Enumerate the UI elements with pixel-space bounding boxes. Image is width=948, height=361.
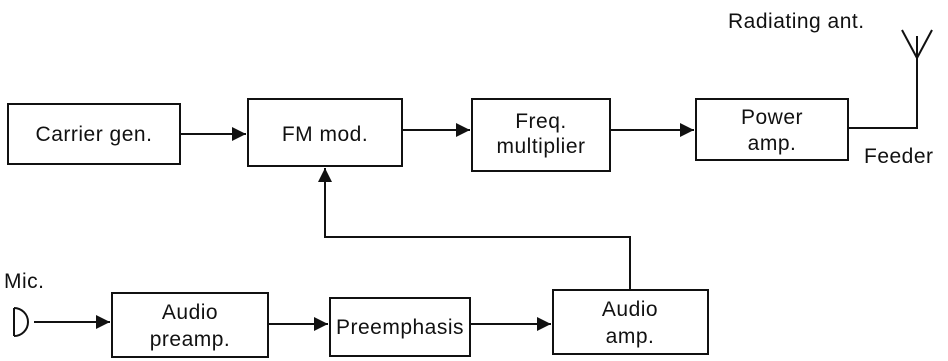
freq-multiplier-label-line1: Freq. <box>515 110 567 133</box>
antenna-icon <box>901 29 933 59</box>
radiating-ant-label: Radiating ant. <box>728 10 865 33</box>
block-audio-amp: Audio amp. <box>552 289 709 355</box>
block-carrier-gen: Carrier gen. <box>7 103 181 165</box>
audio-amp-label-line2: amp. <box>606 325 655 348</box>
audio-amp-label-line1: Audio <box>602 298 658 321</box>
preemphasis-label: Preemphasis <box>336 316 464 339</box>
fm-mod-label: FM mod. <box>282 123 368 146</box>
microphone-icon <box>13 307 29 337</box>
feeder-label: Feeder <box>864 145 934 168</box>
block-power-amp: Power amp. <box>695 98 849 161</box>
power-amp-label-line1: Power <box>741 106 803 129</box>
carrier-gen-label: Carrier gen. <box>36 123 153 146</box>
audio-preamp-label-line1: Audio <box>162 301 218 324</box>
audio-preamp-label-line2: preamp. <box>150 328 231 351</box>
mic-label: Mic. <box>4 270 45 293</box>
power-amp-label-line2: amp. <box>748 132 797 155</box>
block-freq-multiplier: Freq. multiplier <box>471 98 611 172</box>
block-preemphasis: Preemphasis <box>329 297 471 357</box>
arrow-audio-amp-to-fm-mod <box>318 168 631 290</box>
block-fm-mod: FM mod. <box>247 98 403 167</box>
feeder-line <box>848 58 918 129</box>
freq-multiplier-label-line2: multiplier <box>496 135 585 158</box>
block-audio-preamp: Audio preamp. <box>111 292 269 358</box>
